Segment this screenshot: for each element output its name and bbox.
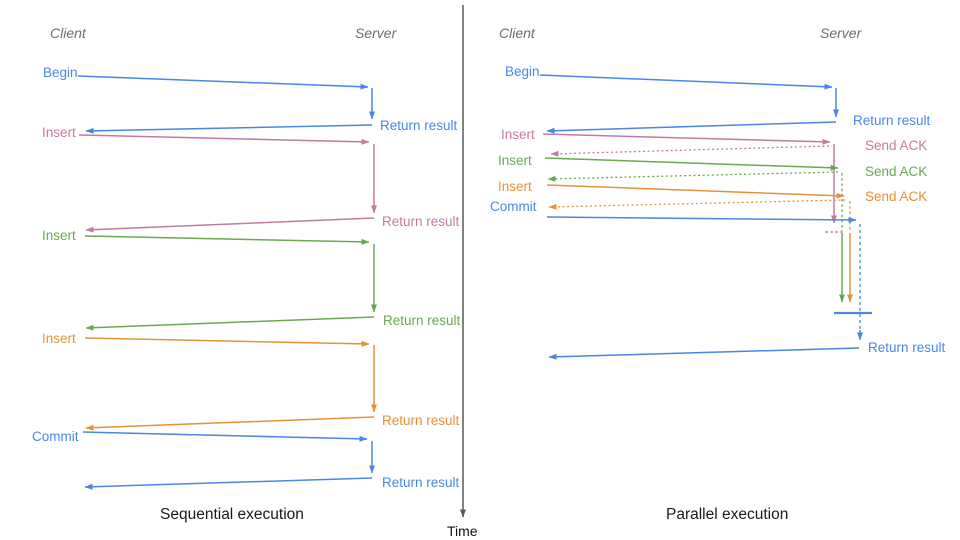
request-arrow [539, 74, 833, 90]
seq-begin-message: Begin Return result [43, 65, 458, 134]
par-insert1-message: Insert Send ACK [501, 127, 927, 233]
parallel-panel: Client Server Begin Return result Insert… [490, 25, 946, 523]
panel-title: Sequential execution [160, 506, 304, 523]
request-arrow [546, 216, 857, 223]
seq-insert1-message: Insert Return result [42, 125, 460, 233]
request-arrow [82, 431, 368, 442]
request-label: Begin [43, 65, 78, 80]
response-label: Return result [383, 313, 461, 328]
request-arrow [542, 133, 831, 145]
response-arrow [85, 217, 375, 233]
response-label: Return result [868, 340, 946, 355]
request-arrow [78, 134, 370, 145]
ack-label: Send ACK [865, 138, 927, 153]
panel-title: Parallel execution [666, 506, 788, 523]
par-insert2-message: Insert Send ACK [498, 153, 927, 303]
time-axis: Time [447, 5, 478, 539]
ack-label: Send ACK [865, 189, 927, 204]
par-commit-message: Commit Return result [490, 199, 946, 360]
response-arrow [85, 124, 373, 134]
ack-label: Send ACK [865, 164, 927, 179]
client-header: Client [499, 25, 536, 41]
server-header: Server [355, 25, 398, 41]
client-header: Client [50, 25, 87, 41]
seq-commit-message: Commit Return result [32, 429, 460, 490]
response-label: Return result [853, 113, 931, 128]
response-arrow [85, 416, 375, 431]
request-label: Begin [505, 64, 540, 79]
response-arrow [548, 347, 860, 360]
request-label: Commit [32, 429, 79, 444]
response-arrow [546, 121, 837, 134]
par-insert3-message: Insert Send ACK [498, 179, 927, 303]
response-label: Return result [382, 413, 460, 428]
ack-arrow [548, 199, 846, 210]
response-label: Return result [380, 118, 458, 133]
request-arrow [546, 184, 845, 199]
request-label: Commit [490, 199, 537, 214]
time-axis-label: Time [447, 523, 478, 539]
ack-arrow [550, 145, 830, 157]
request-arrow [77, 75, 369, 90]
response-arrow [84, 477, 373, 490]
response-label: Return result [382, 214, 460, 229]
request-label: Insert [42, 228, 76, 243]
response-label: Return result [382, 475, 460, 490]
request-arrow [84, 235, 370, 245]
ack-arrow [547, 171, 839, 182]
seq-insert3-message: Insert Return result [42, 331, 460, 431]
request-label: Insert [498, 153, 532, 168]
server-header: Server [820, 25, 863, 41]
sequential-panel: Client Server Begin Return result Insert… [32, 25, 461, 523]
request-label: Insert [501, 127, 535, 142]
request-label: Insert [42, 125, 76, 140]
response-arrow [85, 316, 375, 331]
request-arrow [84, 337, 370, 347]
request-arrow [544, 157, 839, 171]
request-label: Insert [498, 179, 532, 194]
par-begin-message: Begin Return result [505, 64, 931, 134]
seq-insert2-message: Insert Return result [42, 228, 461, 331]
request-label: Insert [42, 331, 76, 346]
